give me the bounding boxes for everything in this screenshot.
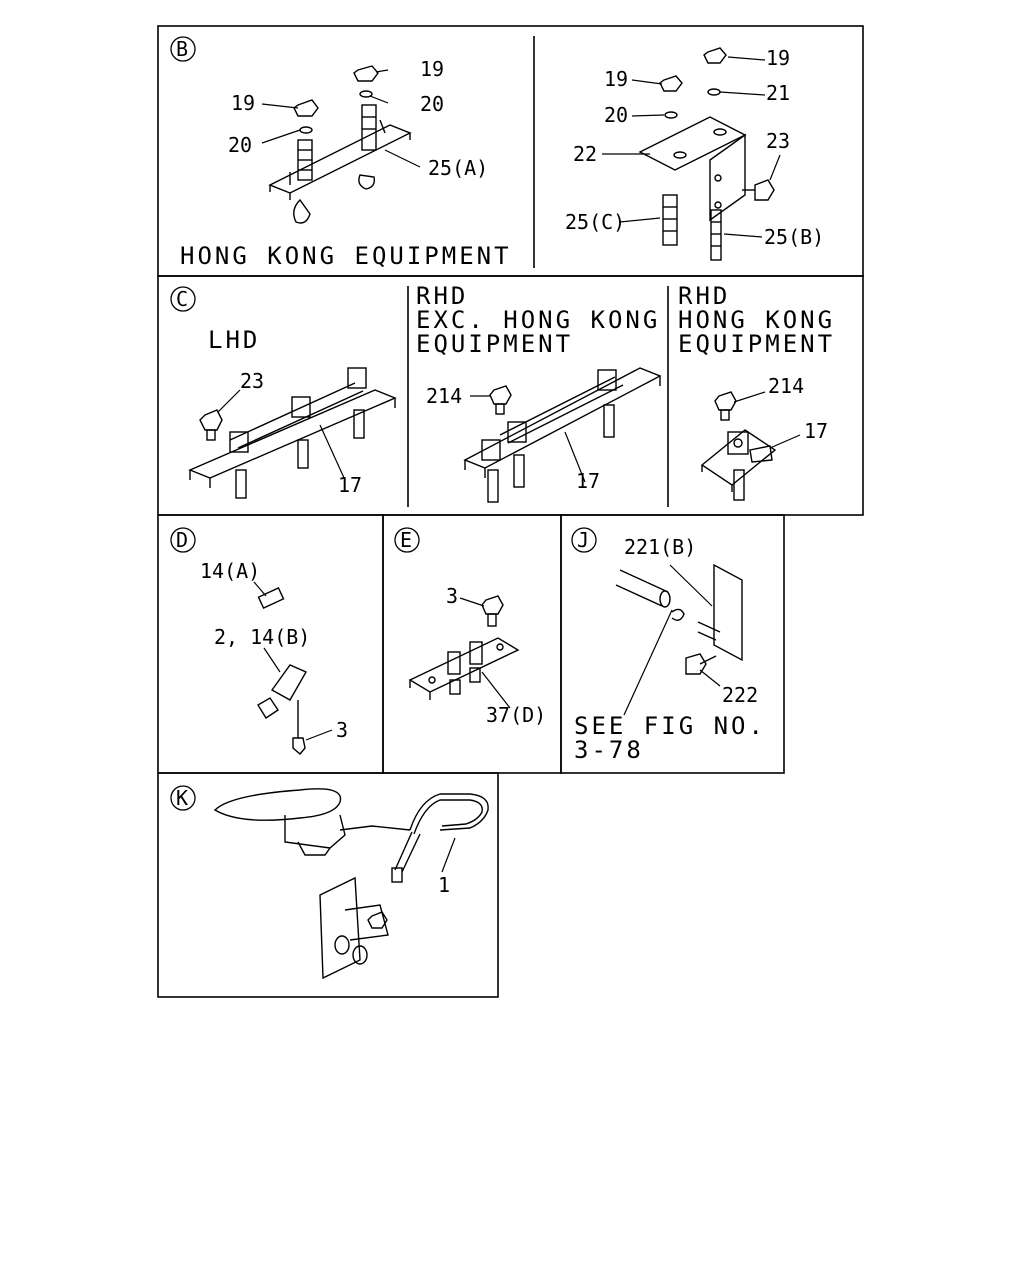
badge-d-letter: D <box>176 528 188 552</box>
rhd-hk-title-line1: RHD <box>678 282 730 310</box>
badge-j-letter: J <box>577 528 589 552</box>
see-fig-line1: SEE FIG NO. <box>574 712 766 740</box>
hk-bracket-assembly-drawing: 19 19 20 20 25(A) <box>228 57 488 224</box>
label-e-3: 3 <box>446 584 458 608</box>
label-c-lhd-23: 23 <box>240 369 264 393</box>
panel-j-drawing: 221(B) 222 <box>615 535 758 716</box>
panel-j: J 221(B) 222 SEE FIG NO. 3-78 <box>571 527 766 764</box>
panel-e-drawing: 3 37(D) <box>408 584 546 727</box>
label-d-2-14b: 2, 14(B) <box>214 625 310 649</box>
label-e-37d: 37(D) <box>486 703 546 727</box>
panel-b: B 19 <box>170 36 824 270</box>
badge-b: B <box>170 36 196 62</box>
badge-c-letter: C <box>176 287 188 311</box>
rhd-exc-title-line1: RHD <box>416 282 468 310</box>
panel-c: C LHD 23 17 RHD EXC. HONG KONG EQUIPMENT <box>170 282 835 503</box>
label-b-right-20: 20 <box>604 103 628 127</box>
label-c-rhd-hk-214: 214 <box>768 374 804 398</box>
badge-k: K <box>170 785 196 811</box>
rhd-hk-title-line2: HONG KONG <box>678 306 835 334</box>
badge-j: J <box>571 527 597 553</box>
label-c-rhd-hk-17: 17 <box>804 419 828 443</box>
label-b-20b: 20 <box>420 92 444 116</box>
label-b-right-23: 23 <box>766 129 790 153</box>
label-c-rhd-exc-17: 17 <box>576 469 600 493</box>
label-j-222: 222 <box>722 683 758 707</box>
panel-k: K 1 <box>170 785 489 980</box>
rhd-exc-fuel-rail-drawing: 214 17 <box>426 367 662 503</box>
see-fig-line2: 3-78 <box>574 736 644 764</box>
lhd-title: LHD <box>208 326 260 354</box>
label-b-right-25b: 25(B) <box>764 225 824 249</box>
lhd-fuel-rail-drawing: 23 17 <box>188 367 397 499</box>
rhd-exc-title-line3: EQUIPMENT <box>416 330 573 358</box>
rhd-exc-title-line2: EXC. HONG KONG <box>416 306 660 334</box>
badge-e: E <box>394 527 420 553</box>
badge-e-letter: E <box>400 528 412 552</box>
badge-c: C <box>170 286 196 312</box>
label-b-right-21: 21 <box>766 81 790 105</box>
label-c-rhd-exc-214: 214 <box>426 384 462 408</box>
label-b-25a: 25(A) <box>428 156 488 180</box>
label-d-14a: 14(A) <box>200 559 260 583</box>
label-b-19a: 19 <box>231 91 255 115</box>
label-b-right-19a: 19 <box>766 46 790 70</box>
label-k-1: 1 <box>438 873 450 897</box>
panel-frames <box>157 25 864 998</box>
rhd-hk-fitting-drawing: 214 17 <box>700 374 828 501</box>
rhd-hk-title-line3: EQUIPMENT <box>678 330 835 358</box>
bracket-22-drawing: 19 21 19 20 22 23 25(C) 25(B) <box>565 46 824 261</box>
caption-hong-kong-equipment: HONG KONG EQUIPMENT <box>180 242 512 270</box>
panel-d-drawing: 14(A) 2, 14(B) 3 <box>200 559 348 755</box>
panel-e: E 3 37(D) <box>394 527 546 727</box>
label-j-221b: 221(B) <box>624 535 696 559</box>
label-b-right-22: 22 <box>573 142 597 166</box>
badge-d: D <box>170 527 196 553</box>
label-b-right-19b: 19 <box>604 67 628 91</box>
label-b-19b: 19 <box>420 57 444 81</box>
label-c-lhd-17: 17 <box>338 473 362 497</box>
panel-k-drawing: 1 <box>213 788 489 980</box>
label-b-20a: 20 <box>228 133 252 157</box>
badge-b-letter: B <box>176 37 188 61</box>
panel-d: D 14(A) 2, 14(B) 3 <box>170 527 348 755</box>
badge-k-letter: K <box>176 786 188 810</box>
label-b-right-25c: 25(C) <box>565 210 625 234</box>
label-d-3: 3 <box>336 718 348 742</box>
